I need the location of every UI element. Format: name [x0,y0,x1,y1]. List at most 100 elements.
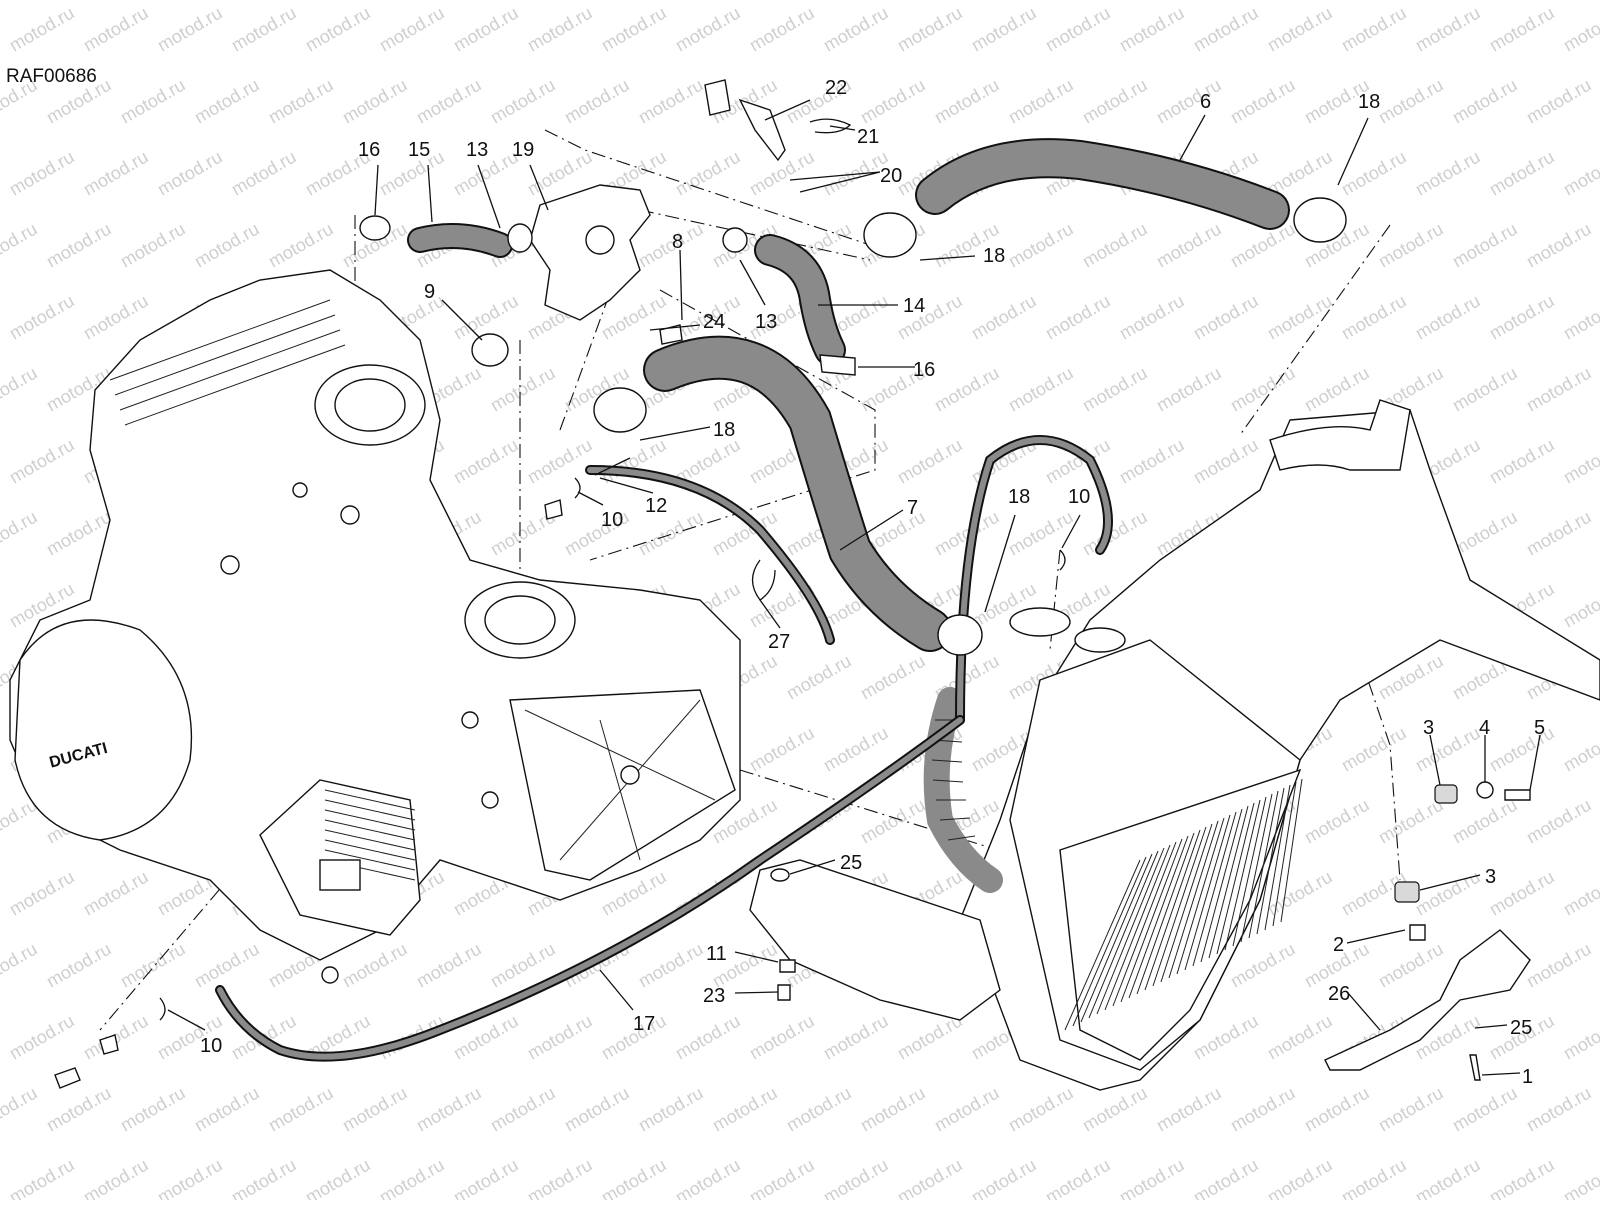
radiator-fin [1064,859,1141,1031]
radiator-fin [1272,781,1297,927]
watermark-text: motod.ru [1412,3,1484,56]
watermark-text: motod.ru [6,435,78,488]
watermark-text: motod.ru [1005,75,1077,128]
radiator-fin [1096,847,1165,1015]
radiator-fin [1232,796,1267,947]
watermark-text: motod.ru [1412,147,1484,200]
watermark-text: motod.ru [43,939,115,992]
radiator-fin [1128,835,1189,999]
watermark-text: motod.ru [1005,1083,1077,1136]
watermark-text: motod.ru [265,75,337,128]
watermark-text: motod.ru [968,3,1040,56]
watermark-text: motod.ru [1523,219,1595,272]
callout-14: 14 [903,295,925,317]
watermark-text: motod.ru [1338,147,1410,200]
watermark-text: motod.ru [0,363,41,416]
watermark-text: motod.ru [117,1083,189,1136]
watermark-text: motod.ru [672,1155,744,1200]
watermark-text: motod.ru [709,1083,781,1136]
watermark-text: motod.ru [43,219,115,272]
watermark-text: motod.ru [0,579,4,632]
watermark-text: motod.ru [191,75,263,128]
radiator-fin [1144,829,1201,991]
watermark-text: motod.ru [1264,3,1336,56]
watermark-text: motod.ru [1116,291,1188,344]
radiator-fin [1120,838,1183,1003]
callout-18-d: 18 [1008,486,1030,508]
callout-7: 7 [907,497,918,519]
watermark-text: motod.ru [487,75,559,128]
watermark-text: motod.ru [857,75,929,128]
radiator-fin [1240,793,1273,943]
watermark-text: motod.ru [1190,1155,1262,1200]
callout-18-c: 18 [713,419,735,441]
watermark-text: motod.ru [931,75,1003,128]
callout-10-c: 10 [200,1035,222,1057]
watermark-text: motod.ru [265,219,337,272]
callout-27: 27 [768,631,790,653]
watermark-text: motod.ru [1523,507,1595,560]
watermark-text: motod.ru [1486,435,1558,488]
watermark-text: motod.ru [857,651,929,704]
callout-10-b: 10 [1068,486,1090,508]
watermark-text: motod.ru [1227,363,1299,416]
callout-11: 11 [706,943,727,965]
radiator-fin [1136,832,1195,995]
watermark-text: motod.ru [1301,795,1373,848]
watermark-text: motod.ru [672,3,744,56]
radiator-fin [1160,823,1213,983]
watermark-text: motod.ru [746,3,818,56]
watermark-text: motod.ru [376,1155,448,1200]
watermark-text: motod.ru [191,219,263,272]
watermark-text: motod.ru [228,147,300,200]
watermark-text: motod.ru [894,3,966,56]
watermark-text: motod.ru [0,435,4,488]
watermark-text: motod.ru [635,75,707,128]
watermark-text: motod.ru [746,1011,818,1064]
watermark-text: motod.ru [1375,1083,1447,1136]
watermark-text: motod.ru [0,867,4,920]
watermark-text: motod.ru [6,867,78,920]
watermark-text: motod.ru [1079,219,1151,272]
watermark-text: motod.ru [672,1011,744,1064]
watermark-text: motod.ru [968,1155,1040,1200]
watermark-text: motod.ru [1560,723,1600,776]
watermark-text: motod.ru [1079,1083,1151,1136]
watermark-text: motod.ru [1338,3,1410,56]
radiator-fin [1192,811,1237,967]
watermark-text: motod.ru [1560,435,1600,488]
callout-24: 24 [703,311,725,333]
watermark-text: motod.ru [931,363,1003,416]
watermark-text: motod.ru [0,147,4,200]
watermark-text: motod.ru [820,1155,892,1200]
watermark-text: motod.ru [1449,75,1521,128]
watermark-text: motod.ru [1301,1083,1373,1136]
callout-3-b: 3 [1485,866,1496,888]
watermark-text: motod.ru [1190,291,1262,344]
watermark-text: motod.ru [894,1155,966,1200]
radiator-fin [1184,814,1231,971]
watermark-text: motod.ru [154,3,226,56]
callout-10-a: 10 [601,509,623,531]
small-parts [54,79,1531,1089]
watermark-text: motod.ru [1523,939,1595,992]
callout-9: 9 [424,281,435,303]
watermark-text: motod.ru [191,939,263,992]
watermark-text: motod.ru [857,1083,929,1136]
watermark-text: motod.ru [0,507,41,560]
watermark-text: motod.ru [265,1083,337,1136]
watermark-text: motod.ru [1005,507,1077,560]
watermark-text: motod.ru [820,723,892,776]
watermark-text: motod.ru [339,75,411,128]
watermark-text: motod.ru [1523,75,1595,128]
callout-19: 19 [512,139,534,161]
watermark-text: motod.ru [1227,75,1299,128]
watermark-text: motod.ru [228,1155,300,1200]
callout-21: 21 [857,126,879,148]
watermark-text: motod.ru [524,1155,596,1200]
watermark-text: motod.ru [1560,1011,1600,1064]
callout-18-b: 18 [983,245,1005,267]
radiator-fin [1176,817,1225,975]
callout-22: 22 [825,77,847,99]
watermark-text: motod.ru [820,3,892,56]
